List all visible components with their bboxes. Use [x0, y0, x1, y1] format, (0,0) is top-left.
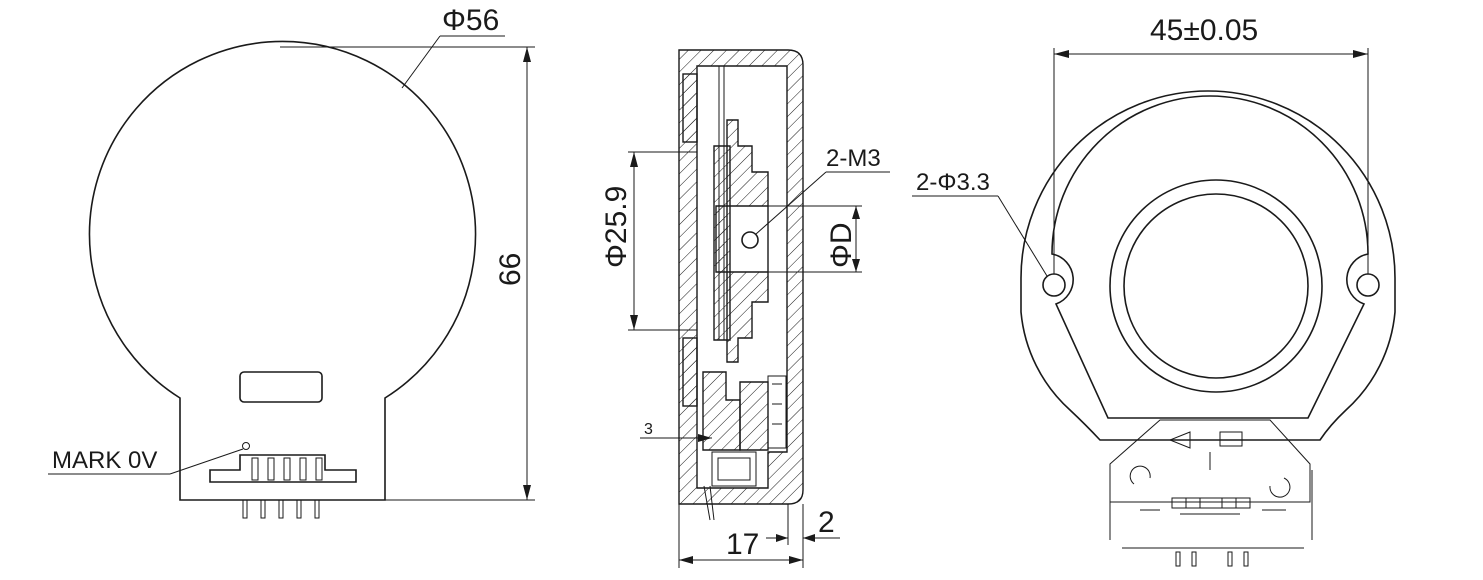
mark-dot	[242, 442, 250, 450]
offset-label: 2	[818, 506, 835, 539]
rear-outer-ring	[1020, 90, 1396, 441]
front-height-label: 66	[494, 253, 527, 286]
front-label-window	[239, 371, 323, 403]
thread-label: 2-M3	[826, 145, 881, 172]
side-view: Φ25.9 2-M3 ΦD 3 17 2	[600, 49, 890, 568]
front-view: Φ56 66 MARK 0V	[48, 4, 535, 519]
left-face-upper	[682, 73, 698, 143]
mount-hole-left	[1042, 273, 1066, 297]
rear-view: 45±0.05 2-Φ3.3	[912, 14, 1396, 567]
depth-label: 3	[644, 421, 653, 438]
bore-label: Φ25.9	[600, 186, 633, 268]
hole-label: 2-Φ3.3	[916, 169, 990, 196]
connector-slot	[209, 454, 357, 483]
bore-outer	[1109, 179, 1323, 393]
m3-hole	[741, 231, 759, 249]
mount-hole-right	[1356, 273, 1380, 297]
thickness-label: 17	[726, 528, 759, 561]
left-face-lower	[682, 337, 698, 407]
connector-pins	[242, 457, 323, 519]
rear-inner-ring	[1051, 95, 1369, 419]
bore-inner	[1123, 193, 1309, 379]
front-outline	[88, 40, 477, 501]
shaft-label: ΦD	[825, 222, 858, 268]
front-diameter-label: Φ56	[442, 4, 499, 37]
mark-label: MARK 0V	[52, 447, 157, 474]
hole-spacing-label: 45±0.05	[1150, 14, 1258, 47]
